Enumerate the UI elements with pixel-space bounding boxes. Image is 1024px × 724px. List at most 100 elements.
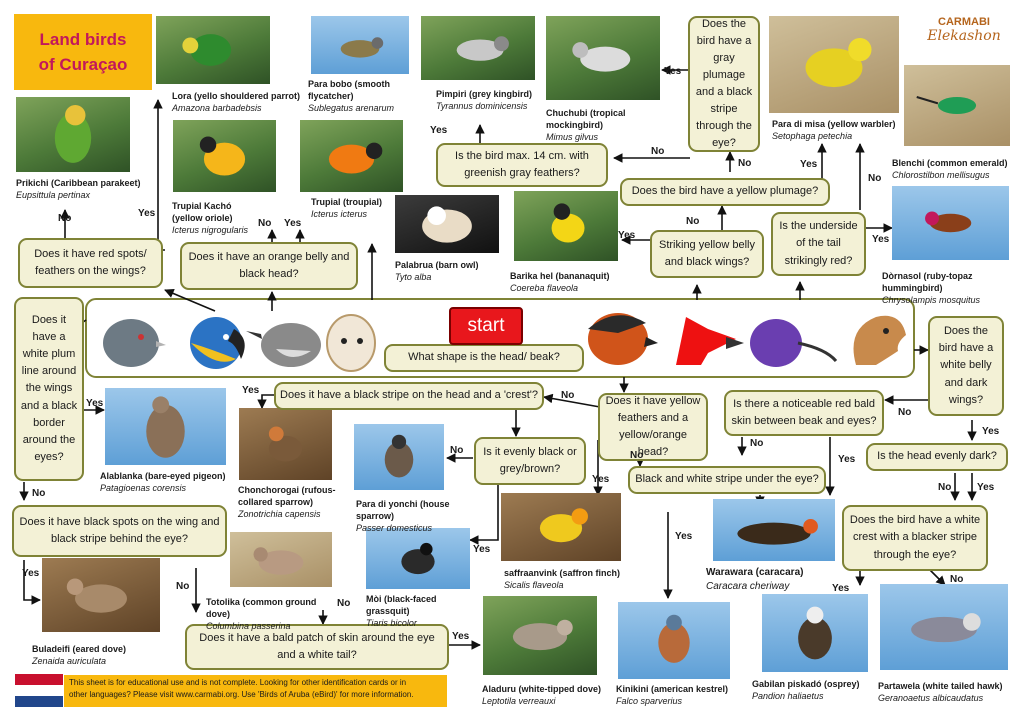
caption-aladuru: Aladuru (white-tipped dove)Leptotila ver…	[482, 684, 601, 707]
caption-blenchi: Blenchi (common emerald)Chlorostilbon me…	[892, 158, 1008, 181]
macaw-head-icon	[190, 317, 245, 369]
start-button[interactable]: start	[449, 307, 523, 345]
caption-prikichi: Prikichi (Caribbean parakeet)Eupsittula …	[16, 178, 141, 201]
label-no: No	[58, 213, 72, 224]
bird-photo-paradiyonchi	[354, 424, 444, 490]
bird-photo-warawara	[713, 499, 835, 561]
question-yellow-plumage[interactable]: Does the bird have a yellow plumage?	[620, 178, 830, 206]
caption-lora: Lora (yello shouldered parrot)Amazona ba…	[172, 91, 301, 114]
label-yes: Yes	[977, 482, 995, 493]
question-yellow-feathers[interactable]: Does it have yellow feathers and a yello…	[598, 393, 708, 461]
question-yellow-belly-black-wings[interactable]: Striking yellow belly and black wings?	[650, 230, 764, 278]
label-yes: Yes	[86, 398, 104, 409]
label-yes: Yes	[592, 474, 610, 485]
bird-photo-dornasol	[892, 186, 1009, 260]
question-underside-tail[interactable]: Is the underside of the tail strikingly …	[771, 212, 866, 276]
caption-barika: Barika hel (bananaquit)Coereba flaveola	[510, 271, 610, 294]
question-red-bald-skin[interactable]: Is there a noticeable red bald skin betw…	[724, 390, 884, 436]
footer-disclaimer: This sheet is for educational use and is…	[64, 675, 447, 707]
label-yes: Yes	[473, 544, 491, 555]
label-no: No	[450, 445, 464, 456]
caption-partawela: Partawela (white tailed hawk)Geranoaetus…	[878, 681, 1003, 704]
question-orange-belly[interactable]: Does it have an orange belly and black h…	[180, 242, 358, 290]
bird-photo-parabobo	[311, 16, 409, 74]
title-line-1: Land birds	[39, 29, 127, 49]
label-no: No	[938, 482, 952, 493]
caption-pimpiri: Pimpiri (grey kingbird)Tyrannus dominice…	[436, 89, 533, 112]
caption-moi: Mòi (black-faced grassquit)Tiaris bicolo…	[366, 594, 437, 629]
bird-photo-moi	[366, 528, 470, 589]
label-no: No	[630, 450, 644, 461]
question-bw-stripe[interactable]: Black and white stripe under the eye?	[628, 466, 826, 494]
label-yes: Yes	[452, 631, 470, 642]
label-yes: Yes	[982, 426, 1000, 437]
caption-alablanka: Alablanka (bare-eyed pigeon)Patagioenas …	[100, 471, 226, 494]
caption-trupialkacho: Trupial Kachó (yellow oriole)Icterus nig…	[172, 201, 249, 236]
bird-photo-totolika	[230, 532, 332, 587]
bird-photo-trupialkacho	[173, 120, 276, 192]
bird-photo-partawela	[880, 584, 1008, 670]
question-black-spots[interactable]: Does it have black spots on the wing and…	[12, 505, 227, 557]
question-black-stripe-crest[interactable]: Does it have a black stripe on the head …	[274, 382, 544, 410]
bird-photo-alablanka	[105, 388, 226, 465]
question-red-spots[interactable]: Does it have red spots/ feathers on the …	[18, 238, 163, 288]
caption-parabobo: Para bobo (smooth flycatcher)Sublegatus …	[308, 79, 395, 114]
question-head-shape[interactable]: What shape is the head/ beak?	[384, 344, 584, 372]
label-yes: Yes	[138, 208, 156, 219]
logo-brand: CARMABI	[938, 16, 990, 28]
tanager-head-icon	[588, 313, 658, 365]
question-head-evenly-dark[interactable]: Is the head evenly dark?	[866, 443, 1008, 471]
label-yes: Yes	[832, 583, 850, 594]
bird-photo-prikichi	[16, 97, 130, 172]
bird-photo-saffraanvink	[501, 493, 621, 561]
caption-paradimisa: Para di misa (yellow warbler)Setophaga p…	[772, 119, 896, 142]
question-evenly-black[interactable]: Is it evenly black or grey/brown?	[474, 437, 586, 485]
label-yes: Yes	[838, 454, 856, 465]
caption-chonchorogai: Chonchorogai (rufous-collared sparrow)Zo…	[238, 485, 336, 520]
caption-kinikini: Kinikini (american kestrel)Falco sparver…	[616, 684, 729, 707]
mockingbird-head-icon	[246, 323, 321, 367]
hummingbird-head-icon	[750, 319, 838, 367]
bird-photo-kinikini	[618, 602, 730, 679]
bird-photo-pimpiri	[421, 16, 535, 80]
label-no: No	[176, 581, 190, 592]
question-white-crest[interactable]: Does the bird have a white crest with a …	[842, 505, 988, 571]
label-no: No	[950, 574, 964, 585]
caption-saffraanvink: saffraanvink (saffron finch)Sicalis flav…	[504, 568, 621, 591]
head-shape-row	[86, 299, 914, 377]
caption-buladeifi: Buladeifi (eared dove)Zenaida auriculata	[32, 644, 127, 667]
question-gray-plumage[interactable]: Does the bird have a gray plumage and a …	[688, 16, 760, 152]
bird-photo-chonchorogai	[239, 408, 332, 480]
label-yes: Yes	[800, 159, 818, 170]
bird-photo-chuchubi	[546, 16, 660, 100]
footer-line-2: other languages? Please visit www.carmab…	[69, 689, 414, 699]
falcon-head-icon	[853, 315, 906, 365]
label-yes: Yes	[664, 66, 682, 77]
bird-photo-trupial	[300, 120, 403, 192]
label-yes: Yes	[242, 385, 260, 396]
question-bald-patch[interactable]: Does it have a bald patch of skin around…	[185, 624, 449, 670]
netherlands-flag-icon	[15, 674, 63, 707]
label-no: No	[337, 598, 351, 609]
label-no: No	[32, 488, 46, 499]
owl-head-icon	[326, 314, 376, 372]
bird-photo-blenchi	[904, 65, 1010, 146]
question-max14[interactable]: Is the bird max. 14 cm. with greenish gr…	[436, 143, 608, 187]
caption-palabrua: Palabrua (barn owl)Tyto alba	[395, 260, 479, 283]
caption-totolika: Totolika (common ground dove)Columbina p…	[206, 597, 317, 632]
bird-photo-aladuru	[483, 596, 597, 675]
caption-dornasol: Dòrnasol (ruby-topaz hummingbird)Chrysol…	[882, 271, 981, 306]
label-no: No	[561, 390, 575, 401]
label-no: No	[651, 146, 665, 157]
caption-trupial: Trupial (troupial)Icterus icterus	[311, 197, 382, 220]
bird-photo-gabilan	[762, 594, 868, 672]
label-no: No	[738, 158, 752, 169]
question-white-belly[interactable]: Does the bird have a white belly and dar…	[928, 316, 1004, 416]
question-white-plum-line[interactable]: Does it have a white plum line around th…	[14, 297, 84, 481]
pigeon-head-icon	[103, 319, 166, 367]
label-yes: Yes	[22, 568, 40, 579]
caption-chuchubi: Chuchubi (tropical mockingbird)Mimus gil…	[546, 108, 626, 143]
carmabi-logo: CARMABI Elekashon	[916, 16, 1012, 64]
caption-gabilan: Gabilan piskadó (osprey)Pandion haliaetu…	[752, 679, 860, 702]
label-yes: Yes	[284, 218, 302, 229]
